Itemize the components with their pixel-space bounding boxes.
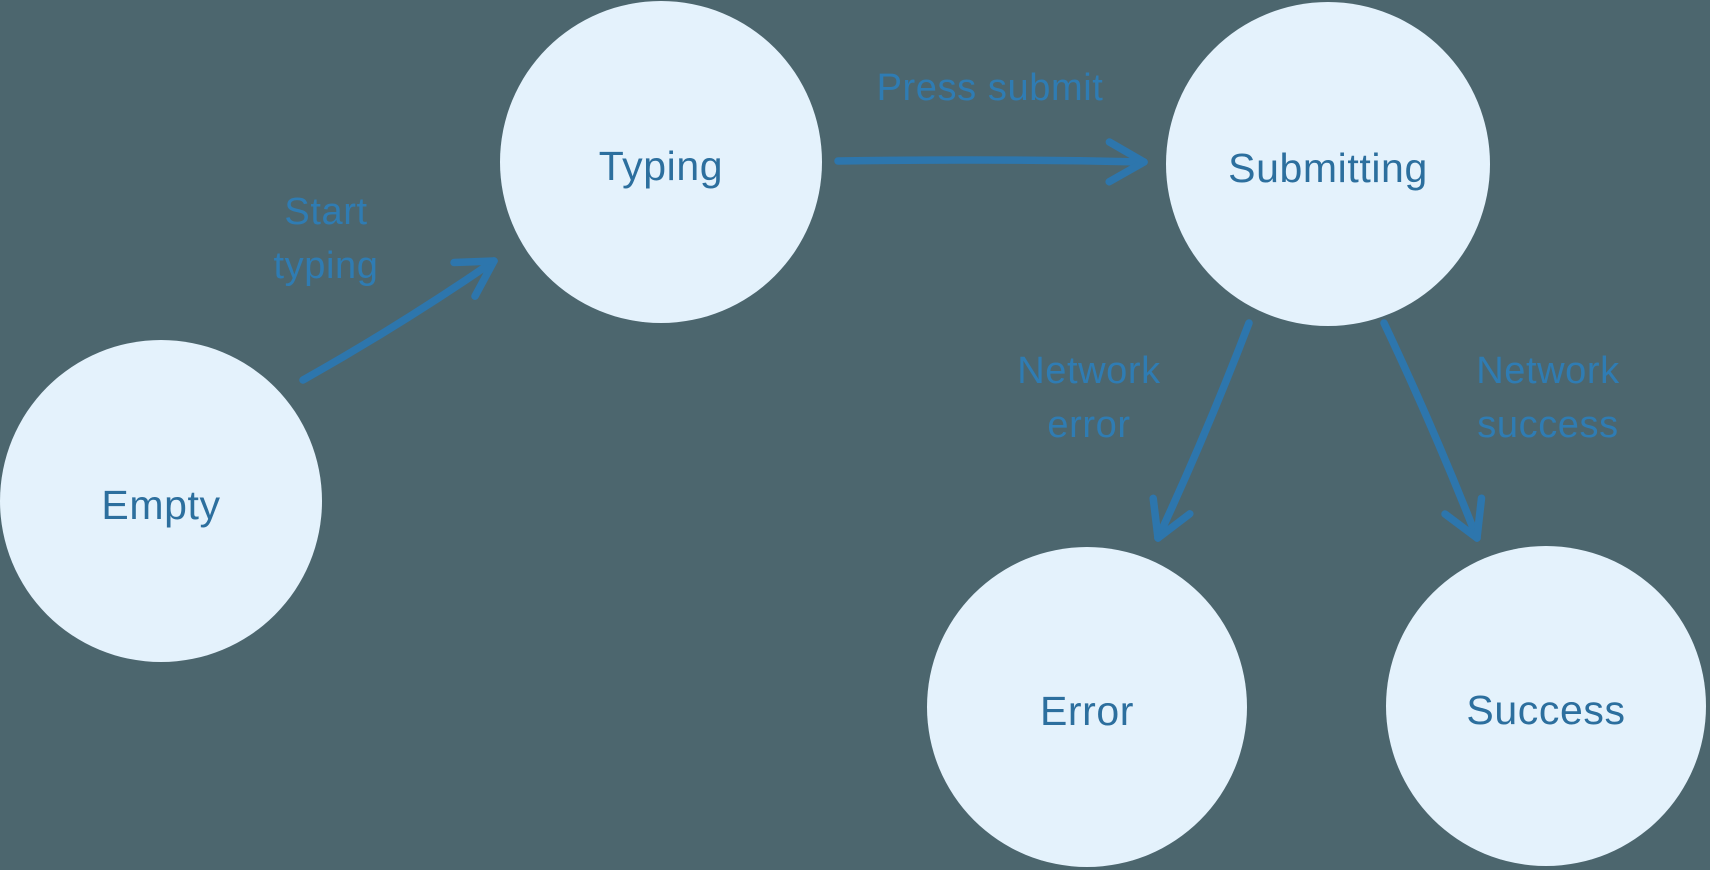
edge-label-line: Press submit — [876, 67, 1104, 109]
edge-label-network-error: Network error — [1017, 344, 1161, 452]
edge-arrow-network-success — [1380, 319, 1486, 542]
edge-label-line: Network — [1017, 350, 1161, 392]
edge-label-network-success: Network success — [1476, 344, 1620, 452]
state-label-typing: Typing — [598, 142, 724, 189]
state-node-submitting: Submitting — [1166, 2, 1490, 326]
state-label-empty: Empty — [101, 481, 221, 528]
edge-stroke — [1105, 138, 1148, 166]
state-node-typing: Typing — [500, 1, 822, 323]
edge-label-line: success — [1477, 404, 1619, 446]
edge-stroke — [834, 156, 1148, 166]
edge-stroke — [1473, 494, 1486, 542]
edge-label-start-typing: Start typing — [273, 185, 378, 293]
edge-arrow-press-submit — [834, 138, 1148, 186]
edge-stroke — [471, 257, 498, 300]
edge-stroke — [1154, 319, 1253, 542]
edge-stroke — [299, 257, 498, 384]
edge-label-line: error — [1047, 404, 1131, 446]
edge-arrow-network-error — [1149, 319, 1253, 542]
edge-stroke — [1105, 158, 1148, 186]
edge-arrow-start-typing — [299, 257, 498, 384]
edge-label-line: Start — [284, 191, 368, 233]
state-node-empty: Empty — [0, 340, 322, 662]
edge-stroke — [1154, 510, 1194, 542]
edge-label-line: Network — [1476, 350, 1620, 392]
edge-stroke — [450, 257, 498, 267]
edge-stroke — [1441, 510, 1481, 542]
edge-stroke — [1380, 319, 1481, 542]
state-label-submitting: Submitting — [1228, 144, 1428, 191]
edge-label-line: typing — [273, 245, 379, 287]
edge-stroke — [1149, 494, 1162, 542]
state-node-error: Error — [927, 547, 1247, 867]
state-label-error: Error — [1039, 687, 1135, 734]
state-label-success: Success — [1466, 686, 1626, 733]
state-node-success: Success — [1386, 546, 1706, 866]
edge-label-press-submit: Press submit — [877, 61, 1104, 115]
